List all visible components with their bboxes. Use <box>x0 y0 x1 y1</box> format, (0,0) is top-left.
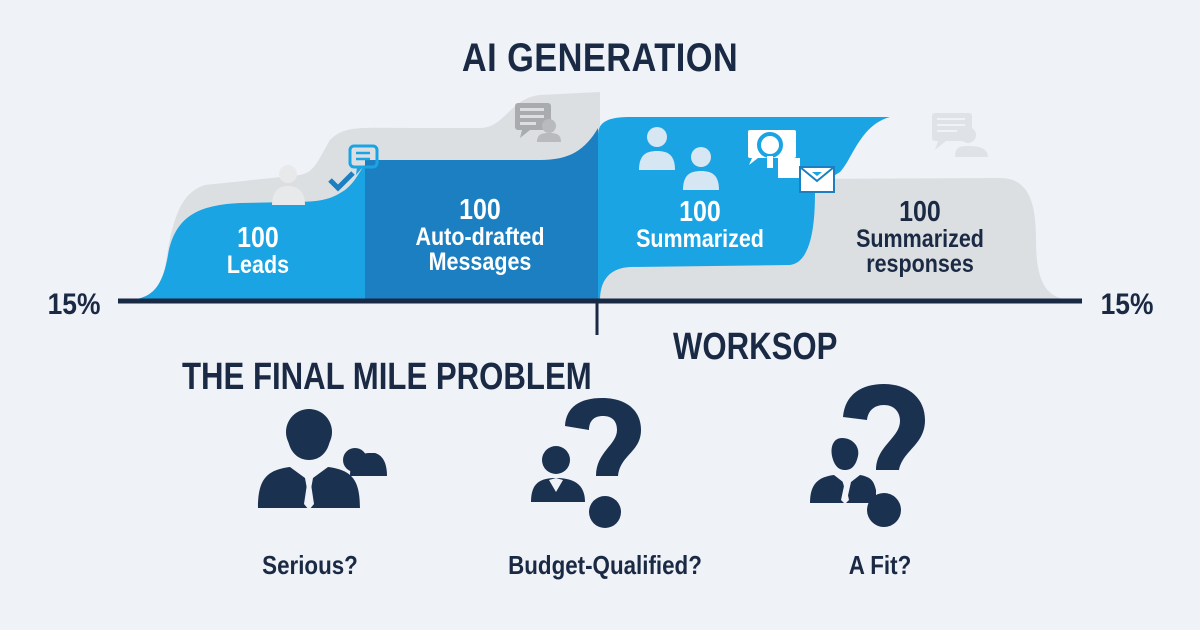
person-question-icon <box>531 398 641 528</box>
stage-messages-label-line1: Auto-drafted <box>415 223 545 251</box>
message-person-icon <box>515 103 561 142</box>
stage-responses-label-line1: Summarized <box>856 225 984 253</box>
stage-responses: 100 Summarized responses <box>851 198 989 277</box>
question-budget-qualified: Budget-Qualified? <box>508 550 702 580</box>
stage-messages-label-line2: Messages <box>428 248 532 276</box>
stage-summarized: 100 Summarized <box>631 198 769 252</box>
axis-left-percent: 15% <box>47 288 101 321</box>
stage-leads: 100 Leads <box>206 224 309 278</box>
workshop-heading: WORKSOP <box>673 326 838 368</box>
question-serious: Serious? <box>262 550 358 580</box>
stage-responses-number: 100 <box>899 196 941 228</box>
stage-responses-label-line2: responses <box>866 250 974 278</box>
business-people-icon <box>258 409 387 510</box>
lightbulb-chat-icon <box>748 130 800 178</box>
stage-summarized-number: 100 <box>679 196 721 228</box>
stage-leads-label: Leads <box>226 251 290 279</box>
chat-check-icon <box>328 144 379 192</box>
stage-summarized-label: Summarized <box>636 225 764 253</box>
two-people-icon <box>639 127 719 190</box>
stage-messages-number: 100 <box>459 194 501 226</box>
question-fit: A Fit? <box>848 550 912 580</box>
person-icon <box>272 165 305 205</box>
stage-leads-number: 100 <box>237 222 279 254</box>
message-person-icon <box>932 113 988 157</box>
stage-leads-shape <box>130 160 372 300</box>
axis-right-percent: 15% <box>1100 288 1154 321</box>
businessman-question-icon <box>810 384 925 527</box>
stage-messages: 100 Auto-drafted Messages <box>403 196 558 275</box>
stage-messages-shape <box>365 128 598 300</box>
final-mile-heading: THE FINAL MILE PROBLEM <box>182 356 592 398</box>
page-title: AI GENERATION <box>461 36 739 80</box>
envelope-icon <box>799 166 835 193</box>
